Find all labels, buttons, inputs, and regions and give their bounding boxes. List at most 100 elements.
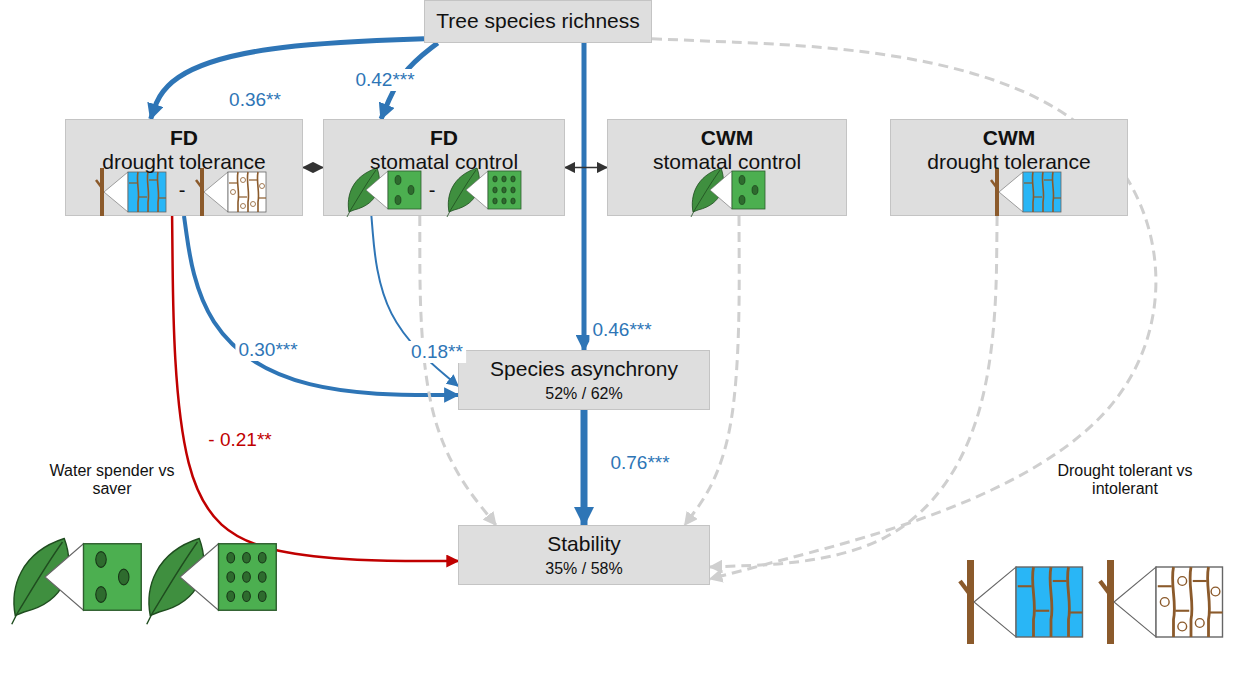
xylem-panel: [228, 172, 266, 212]
leaf-midrib: [147, 542, 198, 624]
pit-plate: [1044, 179, 1052, 180]
stoma: [395, 196, 401, 205]
stoma: [258, 591, 266, 602]
stoma: [243, 572, 251, 583]
path-coefficient: 0.30***: [235, 339, 300, 361]
minus-sign: -: [179, 179, 186, 202]
stoma: [739, 196, 745, 205]
path-arrow: [710, 216, 997, 567]
leaf-blade: [14, 539, 69, 616]
twig: [1107, 560, 1114, 644]
node-heading: Stability: [547, 532, 621, 556]
twig: [100, 168, 104, 216]
variable-box: CWMstomatal control: [607, 119, 847, 216]
stoma: [227, 591, 235, 602]
pit-plate: [139, 196, 147, 197]
twig-branch: [1100, 581, 1111, 595]
magnifier-cone: [1114, 567, 1156, 637]
stoma: [243, 591, 251, 602]
path-arrow: [581, 410, 588, 525]
pit-plate: [1069, 611, 1083, 613]
vessel-wall: [137, 172, 138, 212]
magnifier-cone: [366, 171, 388, 209]
pit-plate: [1018, 585, 1032, 587]
twig: [967, 560, 974, 644]
pit-plate: [1158, 585, 1172, 587]
stoma: [502, 176, 506, 182]
twig-icon: [991, 168, 1061, 216]
stoma: [511, 176, 515, 182]
vessel-wall: [1050, 567, 1052, 637]
twig-icon: [960, 560, 1083, 644]
path-arrow: [184, 216, 458, 395]
pit-plate: [1209, 611, 1223, 613]
pit-plate: [239, 196, 247, 197]
node-body: drought tolerance: [102, 150, 265, 174]
stoma: [119, 569, 130, 585]
twig-icon: [1100, 560, 1223, 644]
leaf-blade: [149, 539, 204, 616]
xylem-panel: [128, 172, 166, 212]
stoma: [258, 553, 266, 564]
node-heading: Tree species richness: [436, 9, 639, 33]
path-arrow: [151, 39, 424, 119]
air-bubble: [1195, 619, 1204, 628]
air-bubble: [241, 204, 246, 209]
stoma: [258, 572, 266, 583]
air-bubble: [241, 178, 246, 183]
path-coefficient: 0.76***: [607, 452, 672, 474]
xylem-panel: [1016, 567, 1083, 637]
leaf-midrib: [347, 170, 376, 217]
leaf-icon: [147, 539, 277, 625]
node-body: stomatal control: [370, 150, 518, 174]
pit-plate: [1053, 197, 1061, 198]
node-heading: Species asynchrony: [490, 357, 678, 381]
node-body: drought tolerance: [927, 150, 1090, 174]
magnifier-cone: [999, 172, 1023, 212]
leaf-blade: [692, 168, 723, 212]
pit-plate: [1053, 580, 1067, 582]
outcome-box: Species asynchrony52% / 62%: [458, 350, 710, 410]
pit-plate: [1175, 610, 1189, 612]
air-bubble: [1211, 587, 1220, 596]
stoma: [227, 553, 235, 564]
leaf-icon: [12, 539, 142, 625]
leaf-midrib: [691, 170, 720, 217]
stoma: [493, 187, 497, 193]
twig: [995, 168, 999, 216]
vessel-wall: [1067, 567, 1069, 637]
stomata-panel: [488, 171, 521, 209]
twig-icon: [196, 168, 266, 216]
stoma: [502, 187, 506, 193]
node-heading: FD: [170, 126, 198, 150]
stoma: [493, 198, 497, 204]
xylem-panel: [1156, 567, 1223, 637]
twig-icon: [96, 168, 166, 216]
leaf-blade: [348, 168, 379, 212]
magnifier-cone: [466, 171, 488, 209]
variable-box: FDstomatal control: [323, 119, 565, 216]
pit-plate: [1034, 196, 1042, 197]
stomata-panel: [84, 544, 142, 611]
path-coefficient: 0.18**: [408, 341, 466, 363]
pit-plate: [158, 197, 166, 198]
vessel-wall: [247, 172, 248, 212]
air-bubble: [1160, 598, 1169, 607]
pit-plate: [129, 182, 137, 183]
leaf-icon: [691, 168, 765, 217]
stoma: [96, 587, 107, 603]
stoma: [752, 186, 758, 195]
path-arrow: [303, 167, 323, 169]
pit-plate: [229, 182, 237, 183]
pit-plate: [249, 179, 257, 180]
air-bubble: [231, 190, 236, 195]
legend-caption: Drought tolerant vs intolerant: [1035, 462, 1215, 498]
twig-branch: [960, 581, 971, 595]
variable-box: FDdrought tolerance: [65, 119, 303, 216]
stoma: [511, 187, 515, 193]
pit-plate: [149, 179, 157, 180]
pit-plate: [1024, 182, 1032, 183]
stoma: [493, 176, 497, 182]
node-heading: CWM: [983, 126, 1035, 150]
stomata-panel: [732, 171, 765, 209]
